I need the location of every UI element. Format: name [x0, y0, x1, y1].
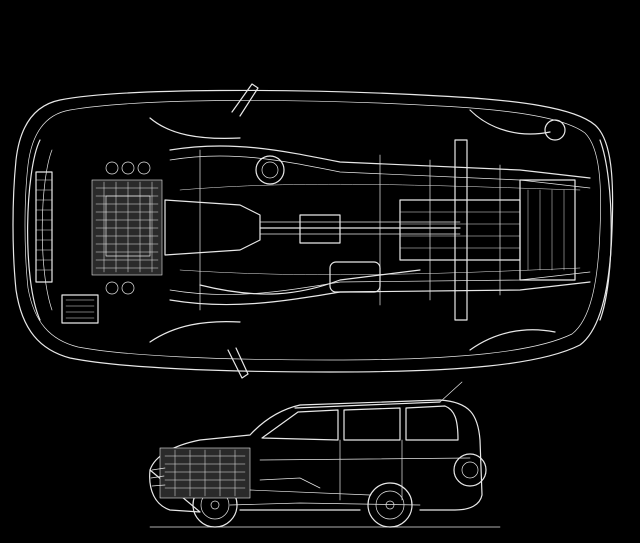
frame-rail-upper	[169, 145, 591, 179]
exhaust-pipe	[199, 269, 421, 295]
side-window	[343, 407, 401, 441]
top-view-body-inner-outline	[24, 100, 601, 361]
front-bumper-inner	[41, 149, 53, 311]
side-exhaust	[229, 502, 421, 506]
windshield	[261, 409, 339, 441]
radiator-fins	[35, 179, 53, 271]
engine-detail-lines	[95, 161, 159, 295]
front-bumper	[27, 139, 41, 321]
transfer-box	[299, 214, 341, 244]
rear-spare-wheel	[453, 453, 487, 487]
right-mirror	[227, 347, 249, 379]
side-drivetrain	[249, 477, 371, 496]
brake-lines	[179, 183, 581, 276]
fuel-tank	[399, 199, 521, 261]
spare-wheel	[544, 119, 566, 141]
top-view-body-outline	[12, 89, 614, 373]
top-view-vehicle	[12, 83, 614, 379]
engine-block	[91, 179, 163, 276]
transmission	[164, 199, 261, 256]
driveshaft-2	[259, 221, 461, 235]
rear-axle	[454, 139, 468, 321]
front-wheel-arch-right	[149, 321, 241, 343]
grille	[150, 467, 166, 487]
left-mirror	[231, 83, 259, 117]
side-view-vehicle	[149, 381, 501, 528]
rear-subframe	[519, 179, 576, 281]
rear-wheel-arch-right	[469, 329, 556, 351]
cross-members	[199, 149, 501, 311]
side-view-body-outline	[149, 399, 483, 513]
frame-rail-lower-2	[169, 271, 591, 295]
antenna	[439, 381, 463, 403]
muffler	[329, 261, 381, 293]
transfer-case	[255, 155, 285, 185]
rear-wheel-arch-left	[469, 109, 551, 135]
battery	[61, 294, 99, 324]
door-line	[259, 439, 471, 501]
side-roof	[294, 401, 441, 409]
radiator	[35, 171, 53, 283]
rear-window	[405, 405, 459, 441]
frame-rail-upper-2	[169, 155, 591, 189]
rear-bumper	[599, 139, 612, 321]
front-wheel-arch-left	[149, 117, 241, 139]
